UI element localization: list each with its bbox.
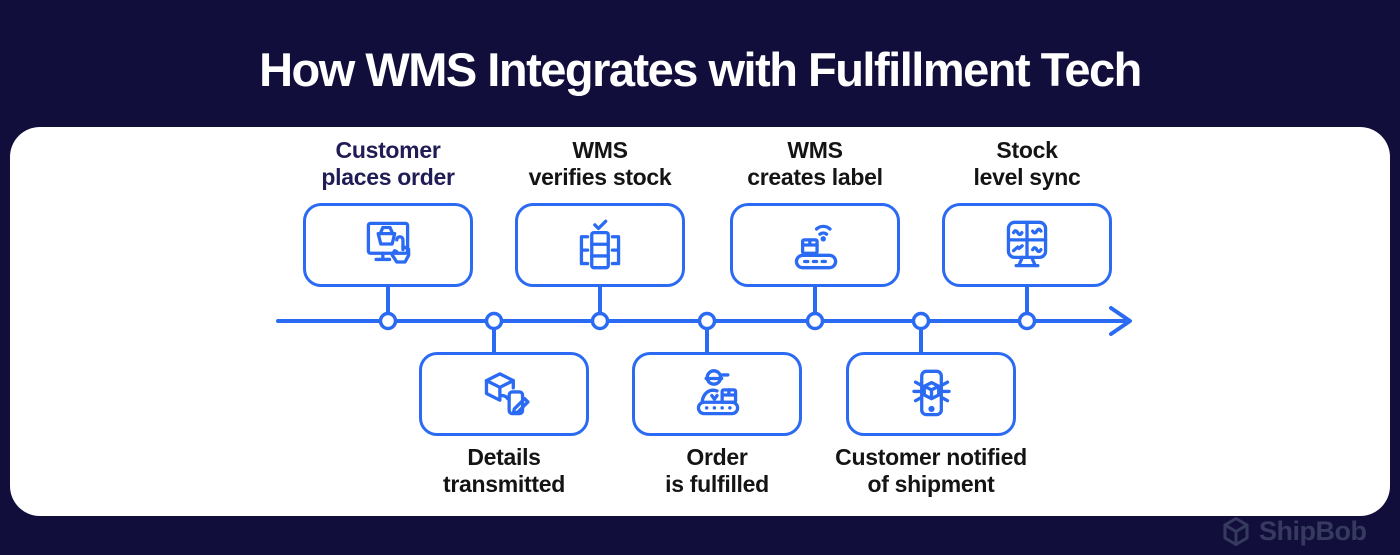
timeline: [276, 285, 1132, 354]
step-label-line2: creates label: [747, 164, 883, 190]
conveyor-wifi-icon: [794, 224, 838, 270]
step-details-transmitted: Details transmitted: [374, 352, 634, 498]
stock-rack-check-icon: [579, 219, 621, 270]
order-screen-icon: [366, 221, 411, 264]
step-label: Customer places order: [321, 137, 454, 191]
step-icon-box: [942, 203, 1112, 287]
step-icon-box: [846, 352, 1016, 436]
timeline-node: [378, 311, 398, 331]
phone-notification-icon: [912, 369, 951, 417]
step-label-line2: places order: [321, 164, 455, 190]
step-icon-box: [730, 203, 900, 287]
step-label-line2: of shipment: [867, 471, 995, 497]
worker-conveyor-icon: [696, 369, 740, 416]
step-wms-creates-label: WMS creates label: [695, 137, 935, 287]
step-customer-places-order: Customer places order: [268, 137, 508, 287]
step-icon-box: [303, 203, 473, 287]
step-label-line2: level sync: [973, 164, 1081, 190]
step-label-line1: Customer notified: [835, 444, 1027, 470]
step-icon-box: [632, 352, 802, 436]
step-label: Customer notified of shipment: [835, 444, 1027, 498]
timeline-node: [805, 311, 825, 331]
step-label-line2: transmitted: [443, 471, 565, 497]
timeline-node: [697, 311, 717, 331]
box-transmit-icon: [484, 372, 530, 416]
step-label: Order is fulfilled: [665, 444, 769, 498]
timeline-node: [911, 311, 931, 331]
step-customer-notified-of-shipment: Customer notified of shipment: [801, 352, 1061, 498]
timeline-node: [590, 311, 610, 331]
diagram-card: Customer places order WMS verifies stock: [10, 127, 1390, 516]
step-label-line1: WMS: [572, 137, 628, 163]
timeline-arrow-icon: [1109, 306, 1132, 336]
step-label-line1: WMS: [787, 137, 843, 163]
shipbob-logo: ShipBob: [1222, 516, 1367, 547]
timeline-nodes: [378, 311, 1037, 331]
top-connectors: [386, 285, 1029, 323]
shipbob-logo-text: ShipBob: [1259, 516, 1367, 546]
shipbob-cube-icon: [1223, 517, 1249, 546]
step-label-line1: Stock: [996, 137, 1058, 163]
step-label: Stock level sync: [974, 137, 1081, 191]
sync-dashboard-icon: [1006, 220, 1048, 268]
step-icon-box: [419, 352, 589, 436]
step-order-is-fulfilled: Order is fulfilled: [587, 352, 847, 498]
step-label-line1: Customer: [335, 137, 441, 163]
step-label-line1: Details: [467, 444, 541, 470]
step-label-line2: verifies stock: [528, 164, 672, 190]
step-label: Details transmitted: [443, 444, 565, 498]
step-label: WMS verifies stock: [529, 137, 672, 191]
step-wms-verifies-stock: WMS verifies stock: [480, 137, 720, 287]
step-label: WMS creates label: [747, 137, 883, 191]
step-stock-level-sync: Stock level sync: [907, 137, 1147, 287]
page-title: How WMS Integrates with Fulfillment Tech: [259, 43, 1142, 96]
step-icon-box: [515, 203, 685, 287]
timeline-node: [484, 311, 504, 331]
timeline-node: [1017, 311, 1037, 331]
step-label-line1: Order: [686, 444, 748, 470]
step-label-line2: is fulfilled: [665, 471, 769, 497]
